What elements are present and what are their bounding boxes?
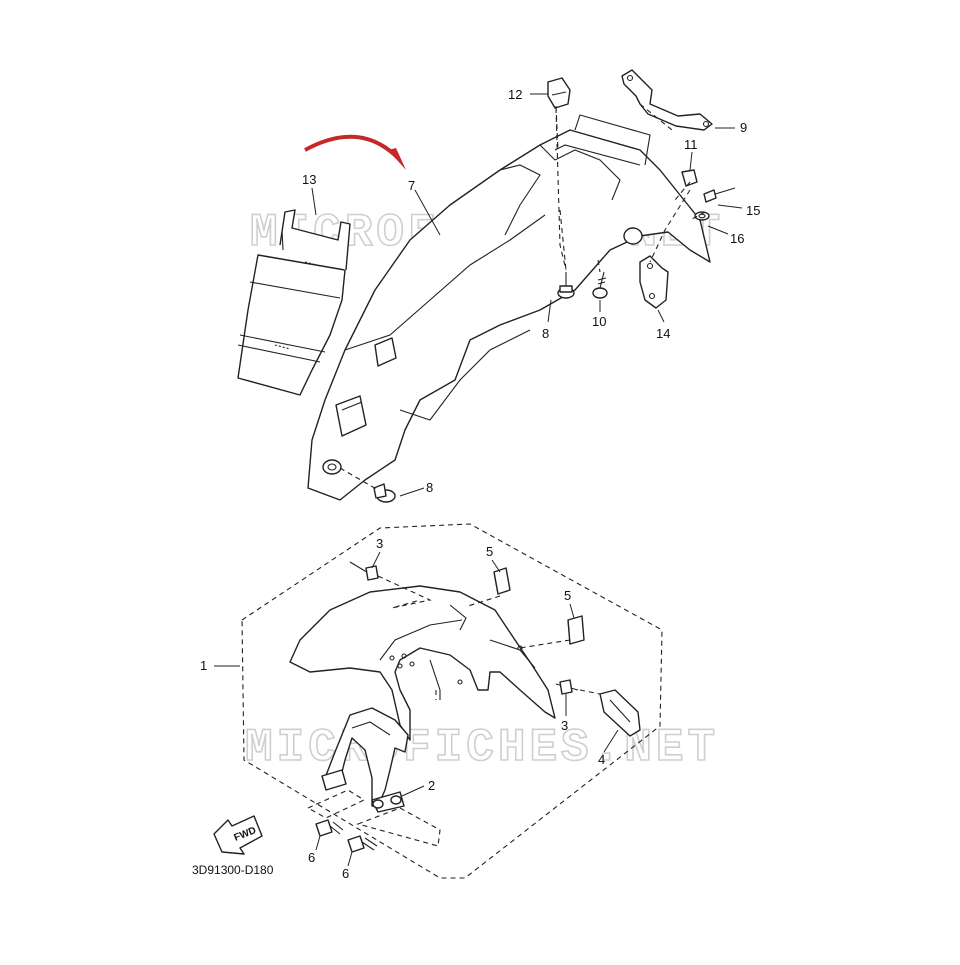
callout-6-right[interactable]: 6: [342, 866, 349, 881]
callout-7[interactable]: 7: [408, 178, 415, 193]
part-9-license-bracket[interactable]: [621, 69, 713, 131]
part-8-bolt-lower[interactable]: [373, 483, 396, 503]
part-3-screw-lower[interactable]: [555, 679, 579, 695]
callout-1[interactable]: 1: [200, 658, 207, 673]
part-2-fender-stay[interactable]: [321, 707, 409, 813]
fwd-arrow-icon: FWD: [213, 815, 263, 855]
watermark-bottom: MICROFICHES.NET: [245, 722, 719, 774]
callout-3-lower[interactable]: 3: [561, 718, 568, 733]
callout-5-lower[interactable]: 5: [564, 588, 571, 603]
part-16-washer[interactable]: [694, 211, 710, 221]
part-11-nut[interactable]: [681, 169, 698, 187]
callout-8-upper[interactable]: 8: [542, 326, 549, 341]
callout-13[interactable]: 13: [302, 172, 316, 187]
part-7-rear-fender[interactable]: [307, 114, 711, 501]
part-13-mudflap[interactable]: [237, 209, 351, 396]
part-12-bracket[interactable]: [547, 77, 571, 109]
callout-14[interactable]: 14: [656, 326, 670, 341]
part-4-reflector[interactable]: [599, 689, 641, 737]
part-10-bolt[interactable]: [592, 271, 608, 299]
callout-6-left[interactable]: 6: [308, 850, 315, 865]
callout-5-upper[interactable]: 5: [486, 544, 493, 559]
part-1-front-fender[interactable]: [289, 585, 556, 741]
part-14-reflector-bracket[interactable]: [639, 255, 669, 309]
diagram-code: 3D91300-D180: [192, 863, 274, 877]
part-5-damper-upper[interactable]: [493, 567, 511, 595]
part-6-bolt-left[interactable]: [315, 819, 344, 837]
callout-15[interactable]: 15: [746, 203, 760, 218]
part-15-screw[interactable]: [703, 187, 736, 203]
callout-10[interactable]: 10: [592, 314, 606, 329]
front-fender-assembly-boundary: [241, 523, 663, 879]
red-arrow-icon: [304, 134, 406, 170]
callout-8-lower[interactable]: 8: [426, 480, 433, 495]
callout-11[interactable]: 11: [684, 137, 698, 152]
part-8-bolt-upper[interactable]: [557, 272, 575, 299]
part-5-damper-lower[interactable]: [567, 615, 585, 645]
callout-9[interactable]: 9: [740, 120, 747, 135]
part-6-bolt-right[interactable]: [347, 835, 378, 853]
callout-2[interactable]: 2: [428, 778, 435, 793]
callout-4[interactable]: 4: [598, 752, 605, 767]
callout-3-upper[interactable]: 3: [376, 536, 383, 551]
callout-12[interactable]: 12: [508, 87, 522, 102]
callout-16[interactable]: 16: [730, 231, 744, 246]
